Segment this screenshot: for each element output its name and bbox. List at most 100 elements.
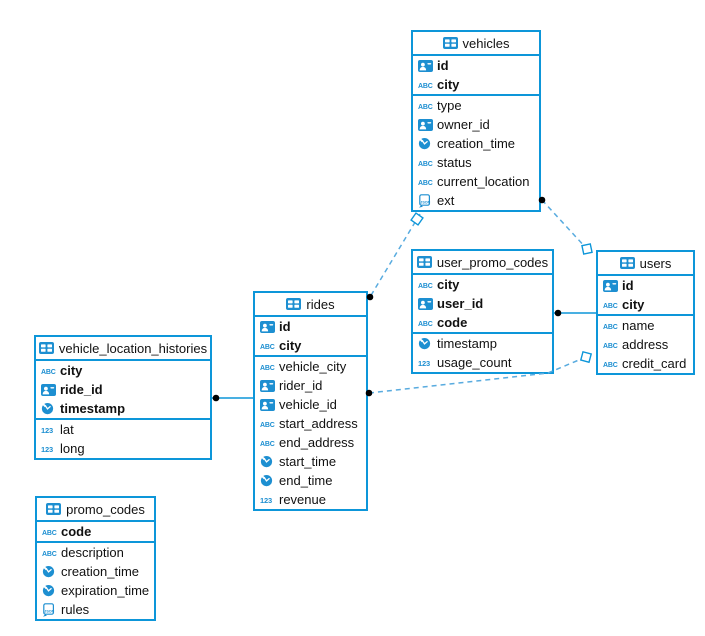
svg-text:JSON: JSON xyxy=(420,200,430,204)
column-name: start_address xyxy=(279,416,358,431)
string-icon: ABC xyxy=(603,321,622,331)
relationship-square-marker xyxy=(581,243,593,255)
column-name: ride_id xyxy=(60,382,103,397)
column-name: rules xyxy=(61,602,90,617)
column-name: timestamp xyxy=(437,336,497,351)
column-name: address xyxy=(622,337,669,352)
svg-text:ABC: ABC xyxy=(418,180,433,187)
column-row-owner_id: owner_id xyxy=(413,115,539,134)
svg-text:ABC: ABC xyxy=(260,344,275,351)
timestamp-icon xyxy=(41,402,60,415)
number-icon: 123 xyxy=(260,495,279,505)
table-icon xyxy=(286,298,302,310)
string-icon: ABC xyxy=(418,280,437,290)
uuid-icon xyxy=(418,118,437,131)
uuid-icon xyxy=(418,59,437,72)
column-name: timestamp xyxy=(60,401,126,416)
column-name: status xyxy=(437,155,472,170)
column-row-creation_time: creation_time xyxy=(37,562,154,581)
svg-text:ABC: ABC xyxy=(603,343,618,350)
relationship-square-marker xyxy=(410,212,424,226)
svg-text:ABC: ABC xyxy=(418,104,433,111)
svg-text:ABC: ABC xyxy=(418,283,433,290)
column-row-id: id xyxy=(598,276,693,295)
number-icon: 123 xyxy=(41,425,60,435)
column-name: user_id xyxy=(437,296,484,311)
table-name: vehicle_location_histories xyxy=(58,340,208,356)
uuid-icon xyxy=(260,398,279,411)
column-name: description xyxy=(61,545,124,560)
string-icon: ABC xyxy=(418,101,437,111)
column-row-timestamp: timestamp xyxy=(36,399,210,418)
timestamp-icon xyxy=(42,584,61,597)
svg-text:123: 123 xyxy=(260,496,272,505)
table-icon xyxy=(442,37,458,49)
svg-text:123: 123 xyxy=(418,359,430,368)
relationship-dot-marker xyxy=(212,394,220,402)
string-icon: ABC xyxy=(260,419,279,429)
column-name: end_time xyxy=(279,473,333,488)
string-icon: ABC xyxy=(42,527,61,537)
column-row-city: ABC city xyxy=(413,275,552,294)
column-name: id xyxy=(279,319,291,334)
svg-text:ABC: ABC xyxy=(42,530,57,537)
svg-text:ABC: ABC xyxy=(418,321,433,328)
uuid-icon xyxy=(41,383,60,396)
svg-text:ABC: ABC xyxy=(41,369,56,376)
column-row-status: ABC status xyxy=(413,153,539,172)
column-name: ext xyxy=(437,193,455,208)
column-name: expiration_time xyxy=(61,583,150,598)
table-header: promo_codes xyxy=(37,498,154,522)
svg-text:ABC: ABC xyxy=(42,551,57,558)
string-icon: ABC xyxy=(603,340,622,350)
table-name: promo_codes xyxy=(66,501,145,517)
column-name: revenue xyxy=(279,492,326,507)
column-name: city xyxy=(437,277,460,292)
uuid-icon xyxy=(260,320,279,333)
string-icon: ABC xyxy=(260,438,279,448)
timestamp-icon xyxy=(260,455,279,468)
string-icon: ABC xyxy=(260,341,279,351)
uuid-icon xyxy=(603,279,622,292)
column-name: start_time xyxy=(279,454,337,469)
column-name: vehicle_id xyxy=(279,397,337,412)
table-name: user_promo_codes xyxy=(436,254,549,270)
json-icon: JSON xyxy=(42,602,61,617)
relationship-dot-marker xyxy=(554,309,562,317)
svg-text:ABC: ABC xyxy=(603,303,618,310)
string-icon: ABC xyxy=(418,177,437,187)
string-icon: ABC xyxy=(603,359,622,369)
timestamp-icon xyxy=(418,337,437,350)
column-row-id: id xyxy=(413,56,539,75)
table-icon xyxy=(619,257,635,269)
column-name: vehicle_city xyxy=(279,359,347,374)
column-name: id xyxy=(437,58,449,73)
svg-text:ABC: ABC xyxy=(418,161,433,168)
table-icon xyxy=(416,256,432,268)
relationship-square-marker xyxy=(579,350,593,364)
uuid-icon xyxy=(260,379,279,392)
timestamp-icon xyxy=(260,474,279,487)
